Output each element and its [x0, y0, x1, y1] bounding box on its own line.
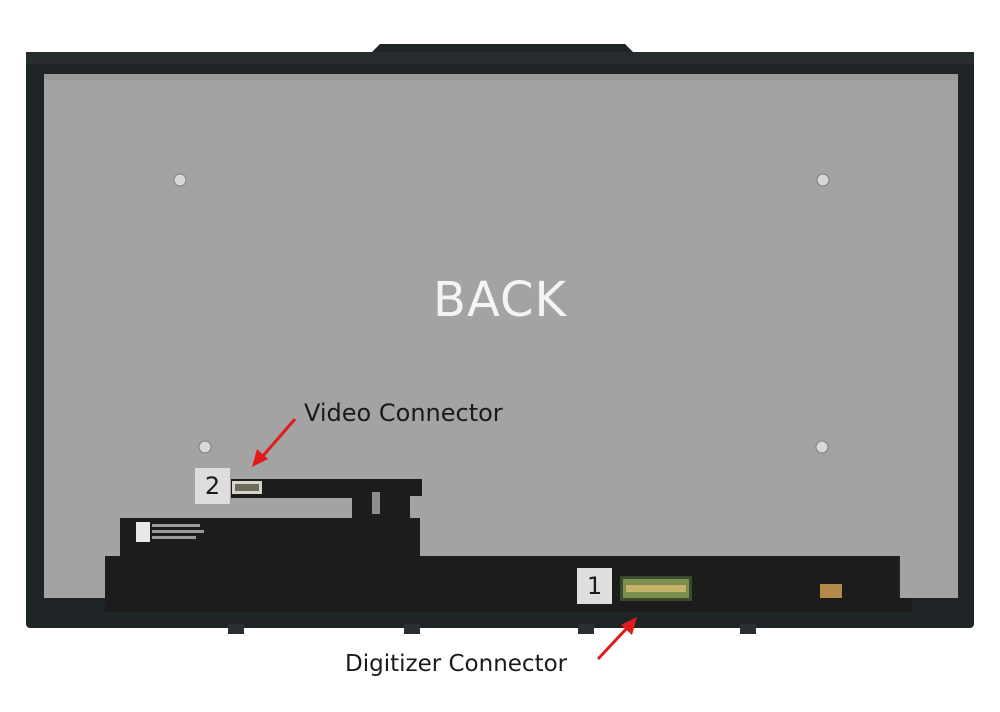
video-connector: [232, 481, 262, 494]
video-connector-arrow: [252, 418, 297, 467]
digitizer-connector-number-badge: 1: [577, 568, 612, 604]
digitizer-connector-label: Digitizer Connector: [345, 651, 568, 677]
control-board-cover: [105, 479, 912, 612]
video-connector-number-badge: 2: [195, 468, 230, 504]
video-connector-label: Video Connector: [304, 399, 503, 427]
digitizer-connector: [620, 576, 692, 601]
panel-back-surface: [44, 74, 958, 598]
auxiliary-connector: [820, 584, 842, 598]
digitizer-connector-arrow: [596, 617, 637, 661]
panel-title: BACK: [433, 272, 567, 328]
screw-holes: [173, 173, 830, 454]
